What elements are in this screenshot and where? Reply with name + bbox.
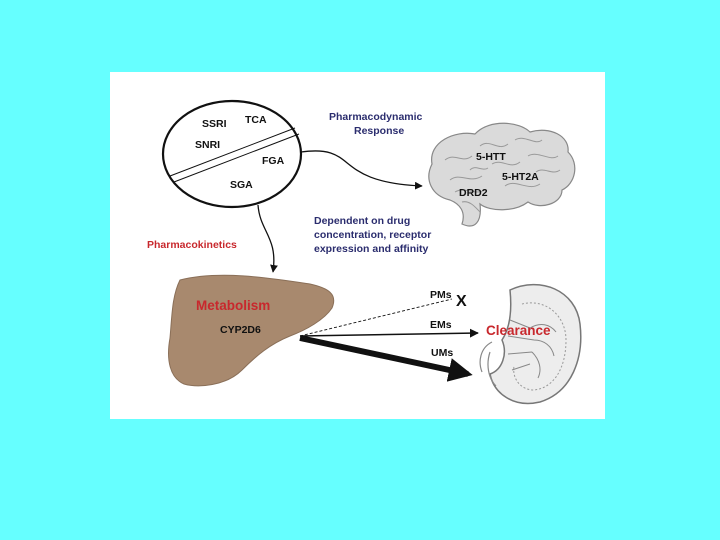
drug-class-sga: SGA <box>230 179 253 191</box>
drug-class-ssri: SSRI <box>202 118 227 130</box>
kidney-icon <box>479 283 582 405</box>
target-5ht2a: 5-HT2A <box>502 171 539 183</box>
brain-icon <box>428 122 576 227</box>
ems-label: EMs <box>430 319 452 331</box>
pharmacodynamic-arrow <box>300 150 423 190</box>
drug-class-snri: SNRI <box>195 139 220 151</box>
pharmacokinetics-arrow <box>257 204 278 273</box>
drug-class-tca: TCA <box>245 114 267 126</box>
um-arrow <box>299 335 473 382</box>
drug-class-circle: SSRI TCA SNRI FGA SGA <box>161 99 303 209</box>
pms-label: PMs <box>430 289 452 301</box>
enzyme-label: CYP2D6 <box>220 324 261 336</box>
pm-line <box>299 298 453 337</box>
pharmacology-diagram: SSRI TCA SNRI FGA SGA Pharmacodynamic Re… <box>147 99 582 405</box>
blocked-x-mark: X <box>456 293 467 310</box>
pharmacokinetics-label: Pharmacokinetics <box>147 239 237 251</box>
dependence-note: Dependent on drug concentration, recepto… <box>314 215 434 255</box>
clearance-label: Clearance <box>486 323 551 338</box>
target-drd2: DRD2 <box>459 187 488 199</box>
metabolism-label: Metabolism <box>196 298 270 313</box>
drug-class-fga: FGA <box>262 155 285 167</box>
liver-icon <box>168 274 335 387</box>
pharmacodynamic-label: Pharmacodynamic Response <box>329 111 425 137</box>
ums-label: UMs <box>431 347 453 359</box>
slide-panel: SSRI TCA SNRI FGA SGA Pharmacodynamic Re… <box>110 72 605 419</box>
target-5htt: 5-HTT <box>476 151 506 163</box>
em-arrow <box>299 328 479 338</box>
